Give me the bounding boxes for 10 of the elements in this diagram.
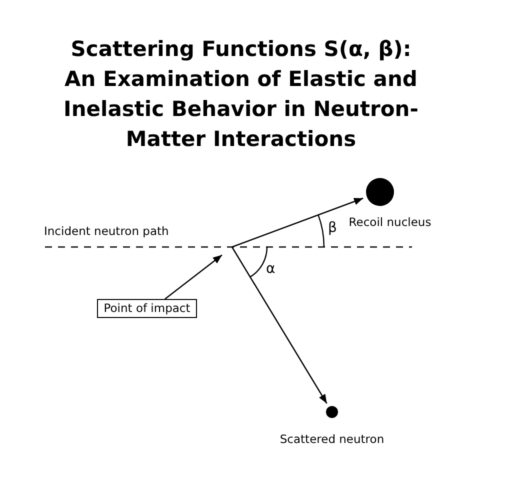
arrow bbox=[232, 198, 364, 248]
angle-label: α bbox=[266, 261, 276, 277]
diagram-title: Scattering Functions S(α, β): An Examination of Elastic and Inelastic Behavior in Neutron-Matter Interactions bbox=[62, 36, 420, 153]
path-label: Incident neutron path bbox=[44, 224, 169, 238]
node-label: Scattered neutron bbox=[278, 432, 386, 446]
angle-label: β bbox=[328, 220, 337, 236]
label-box: Point of impact bbox=[97, 299, 197, 318]
arrow bbox=[231, 246, 328, 404]
leader-arrow bbox=[164, 254, 222, 300]
node-label: Recoil nucleus bbox=[348, 215, 432, 229]
